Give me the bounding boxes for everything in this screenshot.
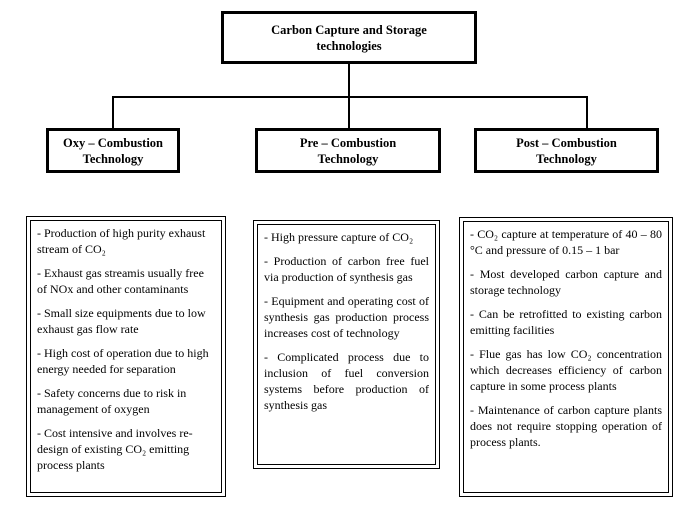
pre-title-line2: Technology: [317, 151, 379, 166]
pre-combustion-box: Pre – Combustion Technology: [255, 128, 441, 173]
pre-item-4: - Complicated process due to inclusion o…: [264, 350, 429, 412]
root-box: Carbon Capture and Storage technologies: [221, 11, 477, 64]
oxy-item-5: - Safety concerns due to risk in managem…: [37, 386, 187, 416]
root-title-line2: technologies: [316, 38, 382, 53]
root-title-line1: Carbon Capture and Storage: [271, 22, 427, 37]
post-item-3: - Can be retrofitted to existing carbon …: [470, 307, 662, 337]
pre-features-box: - High pressure capture of CO₂ - Producti…: [253, 220, 440, 469]
pre-item-2: - Production of carbon free fuel via pro…: [264, 254, 429, 284]
oxy-title-line2: Technology: [82, 151, 144, 166]
post-connector-vertical: [586, 96, 588, 130]
pre-item-1: - High pressure capture of CO₂: [264, 230, 414, 244]
post-item-4: - Flue gas has low CO₂ concentration whi…: [470, 347, 662, 393]
oxy-features-box: - Production of high purity exhaust stre…: [26, 216, 226, 497]
oxy-item-4: - High cost of operation due to high ene…: [37, 346, 209, 376]
oxy-item-6: - Cost intensive and involves re-design …: [37, 426, 193, 472]
post-item-1: - CO₂ capture at temperature of 40 – 80 …: [470, 227, 662, 257]
oxy-item-1: - Production of high purity exhaust stre…: [37, 226, 206, 256]
post-title-line1: Post – Combustion: [516, 135, 617, 150]
post-features-list: - CO₂ capture at temperature of 40 – 80 …: [463, 221, 669, 493]
pre-features-list: - High pressure capture of CO₂ - Producti…: [257, 224, 436, 465]
oxy-item-2: - Exhaust gas streamis usually free of N…: [37, 266, 204, 296]
oxy-features-list: - Production of high purity exhaust stre…: [30, 220, 222, 493]
oxy-connector-vertical: [112, 96, 114, 130]
oxy-combustion-box: Oxy – Combustion Technology: [46, 128, 180, 173]
pre-item-3: - Equipment and operating cost of synthe…: [264, 294, 429, 340]
post-item-2: - Most developed carbon capture and stor…: [470, 267, 662, 297]
pre-connector-vertical: [348, 96, 350, 130]
post-item-5: - Maintenance of carbon capture plants d…: [470, 403, 662, 449]
post-features-box: - CO₂ capture at temperature of 40 – 80 …: [459, 217, 673, 497]
post-combustion-box: Post – Combustion Technology: [474, 128, 659, 173]
pre-title-line1: Pre – Combustion: [299, 135, 397, 150]
oxy-item-3: - Small size equipments due to low exhau…: [37, 306, 206, 336]
root-connector-vertical: [348, 63, 350, 97]
post-title-line2: Technology: [536, 151, 597, 166]
oxy-title-line1: Oxy – Combustion: [62, 135, 164, 150]
